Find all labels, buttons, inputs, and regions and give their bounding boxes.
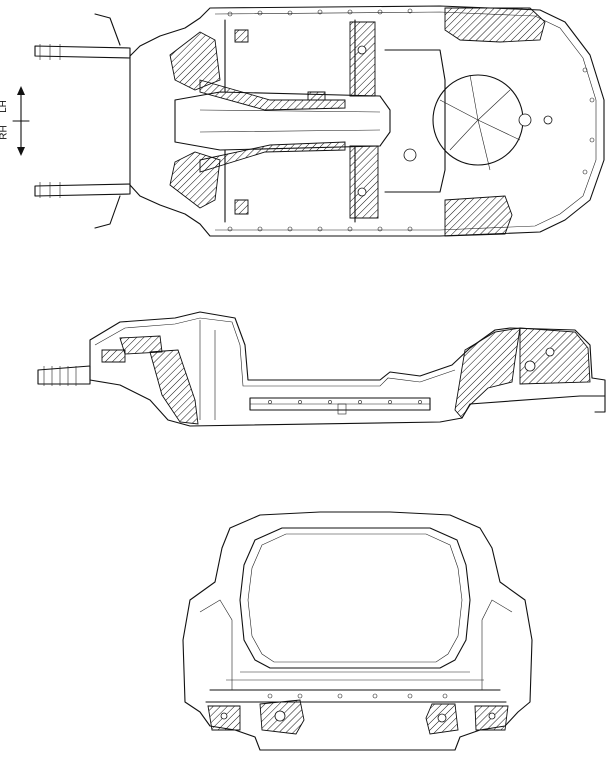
side-outline bbox=[89, 311, 606, 427]
hatch-crossmember-right bbox=[349, 145, 379, 219]
hatch-side-rear-upper bbox=[519, 327, 591, 385]
underbody-view bbox=[12, 5, 605, 237]
underbody-outline bbox=[129, 5, 605, 237]
rear-window-opening bbox=[239, 527, 471, 669]
front-rail-right bbox=[34, 183, 131, 197]
hatch-side-rear-arch bbox=[454, 327, 521, 419]
rh-label: RH bbox=[0, 125, 10, 140]
lh-label: LH bbox=[0, 100, 9, 113]
hatch-side-front-small bbox=[101, 349, 126, 363]
hatch-crossmember-left bbox=[349, 21, 376, 97]
center-tunnel bbox=[174, 91, 391, 151]
hatch-rear-right bbox=[444, 195, 513, 237]
front-rail-left bbox=[34, 45, 131, 59]
orientation-arrow bbox=[12, 86, 30, 156]
rear-view bbox=[182, 511, 533, 751]
hatch-front-left bbox=[169, 31, 221, 91]
side-view bbox=[37, 311, 606, 427]
hatch-rear-left bbox=[444, 7, 546, 43]
front-crash-box bbox=[37, 365, 91, 385]
hatch-side-front-lower bbox=[149, 349, 199, 425]
